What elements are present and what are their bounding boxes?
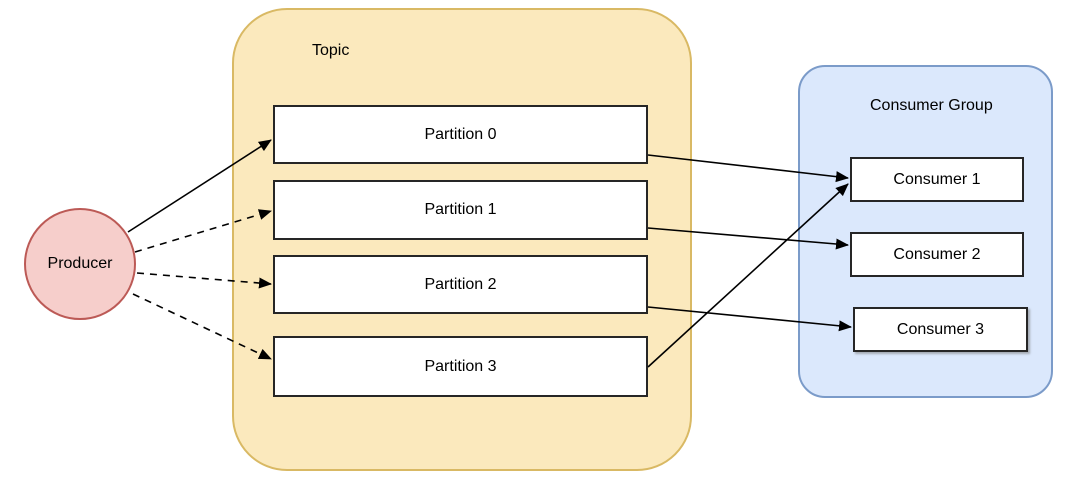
partition-2-label: Partition 2 [424,275,497,293]
partition-3-node: Partition 3 [273,336,648,397]
producer-label: Producer [47,255,113,272]
producer-node: Producer [24,208,136,320]
partition-0-label: Partition 0 [424,125,497,143]
consumer-group-label: Consumer Group [870,97,993,114]
partition-1-node: Partition 1 [273,180,648,240]
partition-3-label: Partition 3 [424,357,497,375]
consumer-2-label: Consumer 2 [893,245,981,263]
partition-2-node: Partition 2 [273,255,648,314]
consumer-1-node: Consumer 1 [850,157,1024,202]
consumer-2-node: Consumer 2 [850,232,1024,277]
consumer-3-label: Consumer 3 [896,320,985,338]
consumer-3-node: Consumer 3 [853,307,1028,352]
partition-1-label: Partition 1 [424,201,497,218]
topic-label: Topic [312,42,350,59]
consumer-1-label: Consumer 1 [893,170,981,188]
partition-0-node: Partition 0 [273,105,648,164]
